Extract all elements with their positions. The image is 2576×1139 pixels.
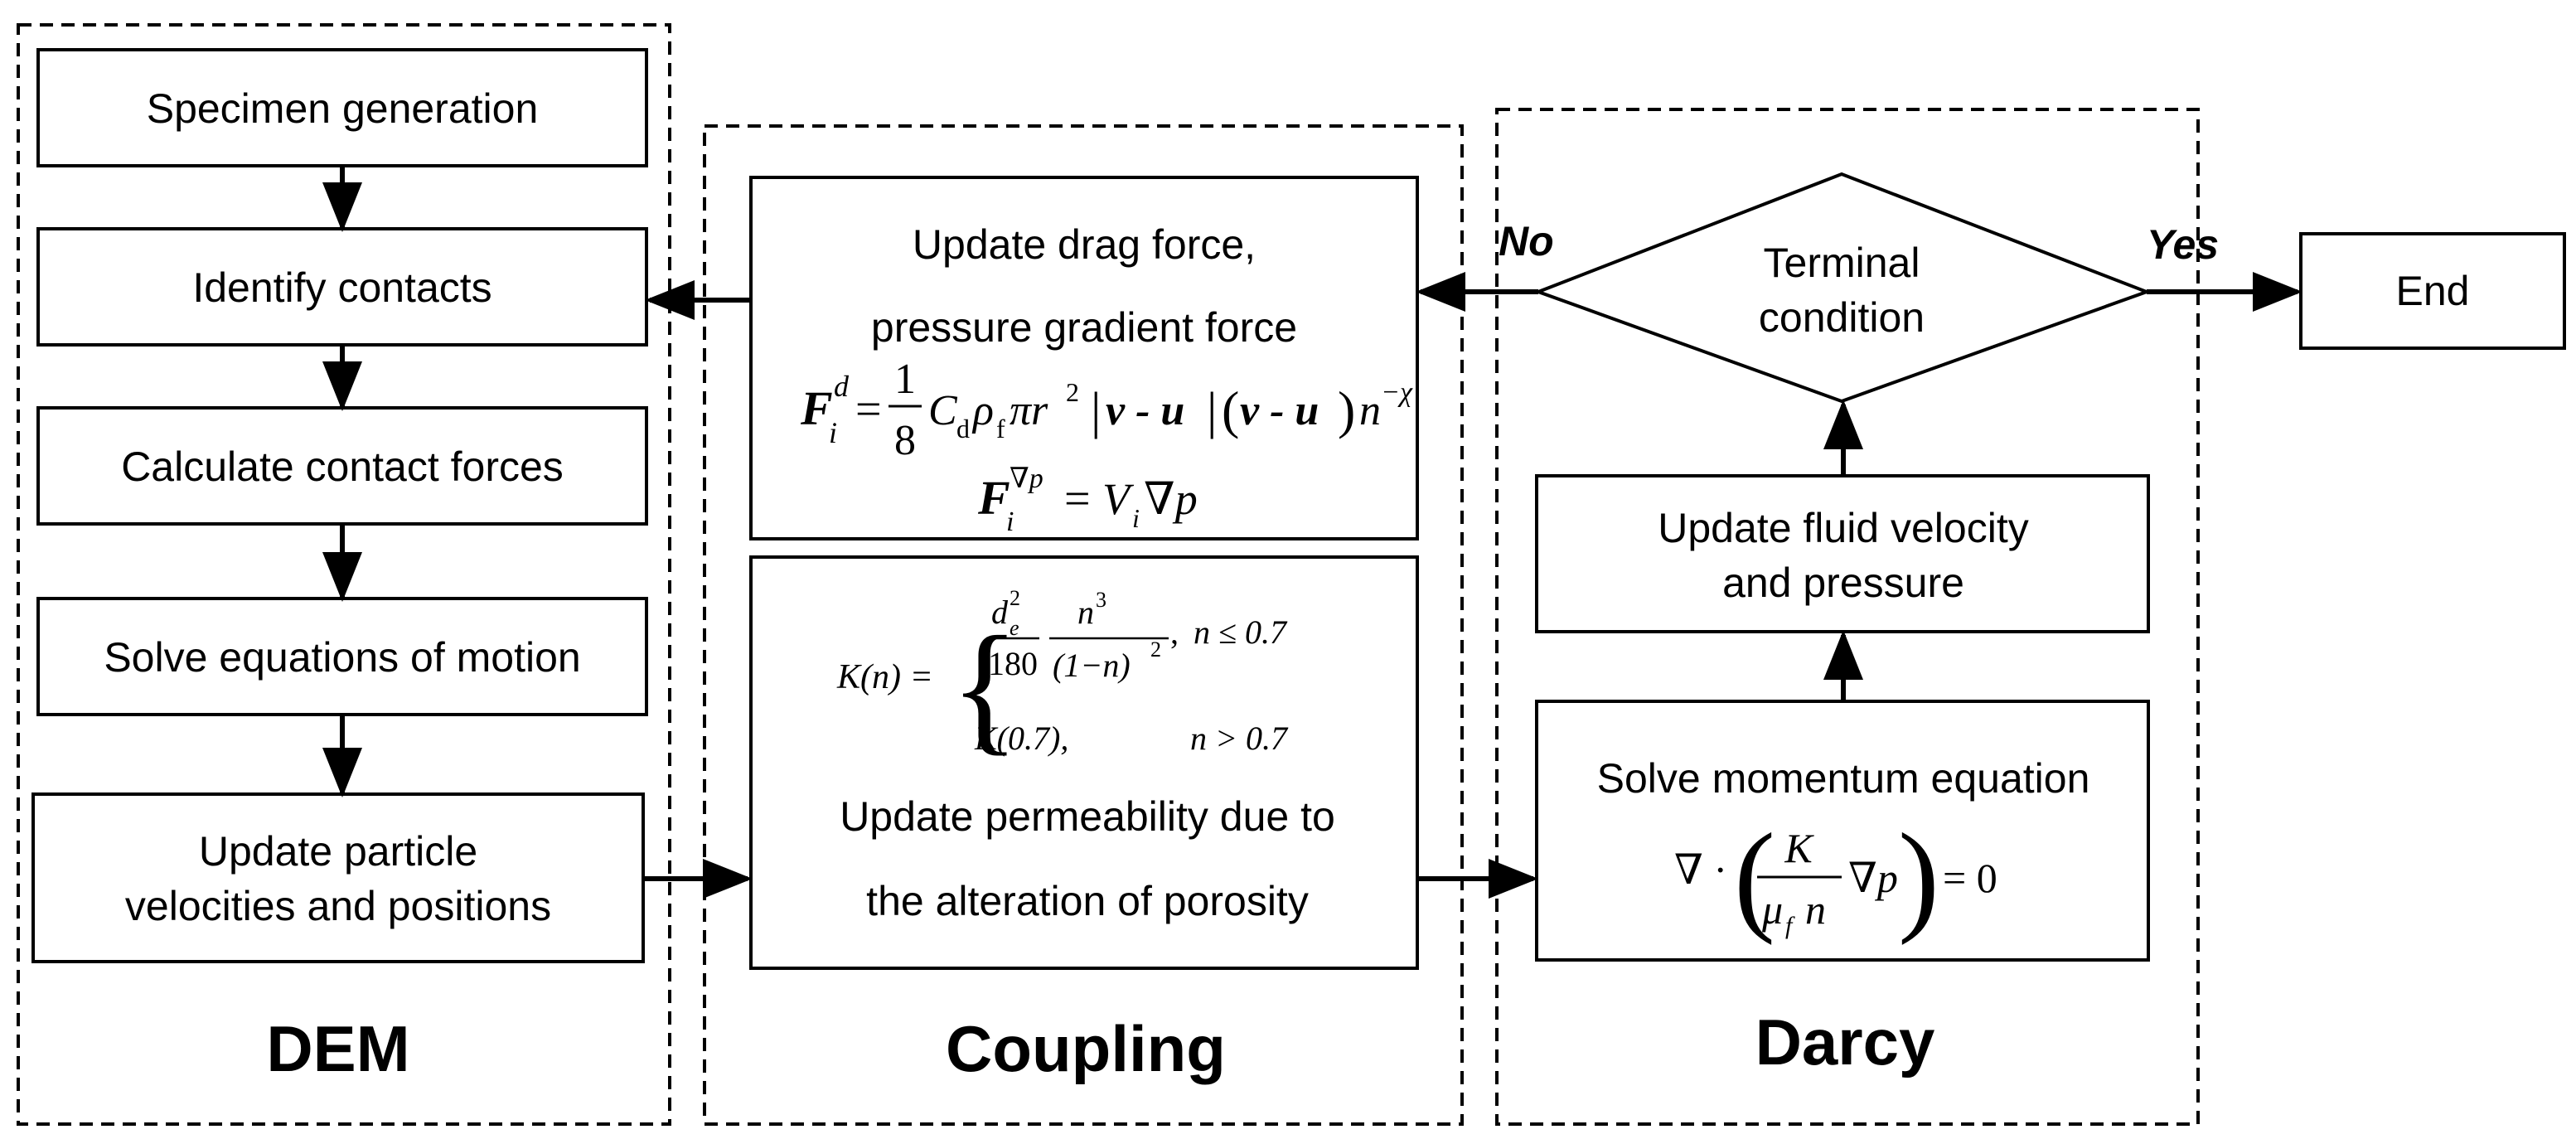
terminal-condition-line2: condition bbox=[1759, 294, 1925, 341]
svg-text:= 0: = 0 bbox=[1943, 855, 1997, 901]
drag-force-equation: F i d = 1 8 C d ρ f πr 2 | v - u | ( v -… bbox=[800, 356, 1413, 464]
permeability-label-line1: Update permeability due to bbox=[840, 793, 1335, 840]
svg-text:i: i bbox=[1006, 506, 1014, 537]
update-fluid-velocity-line2: and pressure bbox=[1722, 560, 1964, 606]
svg-text:180: 180 bbox=[988, 645, 1038, 682]
update-particle-label-line2: velocities and positions bbox=[125, 883, 551, 929]
svg-text:∇p: ∇p bbox=[1144, 474, 1198, 524]
svg-text:i: i bbox=[829, 416, 837, 449]
svg-text:n: n bbox=[1077, 594, 1094, 631]
calculate-contact-forces-label: Calculate contact forces bbox=[121, 443, 564, 490]
svg-text:v - u: v - u bbox=[1106, 387, 1184, 434]
svg-text:n ≤ 0.7: n ≤ 0.7 bbox=[1194, 613, 1288, 651]
svg-text:(1−n): (1−n) bbox=[1053, 647, 1131, 684]
svg-text:{: { bbox=[950, 607, 1019, 768]
specimen-generation-label: Specimen generation bbox=[147, 85, 539, 132]
calculate-contact-forces-box bbox=[36, 406, 648, 526]
svg-text:d: d bbox=[834, 370, 850, 403]
svg-text:∇p: ∇p bbox=[1010, 463, 1043, 494]
svg-text:−χ: −χ bbox=[1381, 377, 1413, 408]
svg-text:n > 0.7: n > 0.7 bbox=[1190, 720, 1289, 757]
svg-text:(: ( bbox=[1222, 380, 1239, 439]
solve-equations-of-motion-label: Solve equations of motion bbox=[104, 634, 580, 681]
svg-text:πr: πr bbox=[1010, 387, 1048, 434]
update-fluid-velocity-line1: Update fluid velocity bbox=[1658, 505, 2028, 551]
svg-text:∇p: ∇p bbox=[1848, 855, 1898, 901]
dem-group bbox=[17, 23, 671, 1126]
pressure-gradient-equation: F i ∇p = V i ∇p bbox=[977, 463, 1198, 537]
svg-text:K(0.7),: K(0.7), bbox=[974, 720, 1068, 757]
coupling-title: Coupling bbox=[946, 1012, 1226, 1085]
svg-text:,: , bbox=[1170, 613, 1179, 651]
update-fluid-velocity-box bbox=[1535, 474, 2150, 633]
coupling-group bbox=[703, 124, 1464, 1126]
svg-text:F: F bbox=[800, 381, 833, 435]
svg-text:d: d bbox=[956, 414, 970, 443]
svg-text:n: n bbox=[1805, 886, 1826, 933]
end-label: End bbox=[2396, 268, 2470, 314]
specimen-generation-box bbox=[36, 48, 648, 167]
solve-momentum-label: Solve momentum equation bbox=[1597, 755, 2090, 802]
svg-text:=: = bbox=[855, 384, 882, 435]
svg-text:): ) bbox=[1338, 380, 1355, 439]
svg-text:K(n) =: K(n) = bbox=[836, 658, 933, 696]
update-particle-label-line1: Update particle bbox=[199, 828, 477, 875]
svg-text:=: = bbox=[1064, 473, 1091, 525]
terminal-condition-diamond bbox=[1533, 172, 2152, 404]
terminal-condition-line1: Terminal bbox=[1764, 240, 1920, 286]
svg-text:n: n bbox=[1359, 387, 1381, 434]
svg-text:3: 3 bbox=[1096, 588, 1106, 612]
yes-branch-label: Yes bbox=[2147, 221, 2219, 268]
svg-text:K: K bbox=[1784, 825, 1814, 871]
update-particle-box bbox=[31, 792, 645, 963]
darcy-equation: ∇ · ( K μ f n ∇p ) = 0 bbox=[1674, 808, 1997, 946]
svg-text:i: i bbox=[1132, 503, 1140, 533]
solve-equations-of-motion-box bbox=[36, 597, 648, 716]
svg-text:2: 2 bbox=[1150, 637, 1161, 662]
svg-text:∇ ·: ∇ · bbox=[1674, 846, 1727, 893]
svg-text:d: d bbox=[991, 594, 1009, 631]
svg-text:2: 2 bbox=[1010, 586, 1020, 610]
update-permeability-box bbox=[749, 555, 1419, 970]
drag-title-line1: Update drag force, bbox=[913, 221, 1256, 268]
svg-text:|: | bbox=[1091, 383, 1101, 439]
svg-text:8: 8 bbox=[894, 417, 916, 464]
solve-momentum-box bbox=[1535, 700, 2150, 962]
drag-title-line2: pressure gradient force bbox=[871, 304, 1297, 351]
permeability-label-line2: the alteration of porosity bbox=[866, 878, 1309, 924]
identify-contacts-label: Identify contacts bbox=[192, 264, 491, 311]
dem-title: DEM bbox=[266, 1012, 409, 1085]
no-branch-label: No bbox=[1499, 218, 1554, 264]
svg-text:2: 2 bbox=[1066, 377, 1079, 407]
svg-text:v - u: v - u bbox=[1240, 387, 1319, 434]
svg-text:F: F bbox=[977, 471, 1010, 525]
svg-text:C: C bbox=[928, 387, 958, 434]
svg-text:): ) bbox=[1898, 808, 1939, 946]
svg-text:V: V bbox=[1102, 474, 1135, 524]
darcy-title: Darcy bbox=[1755, 1006, 1935, 1078]
permeability-equation: K(n) = { d e 2 180 n 3 (1−n) 2 , n ≤ 0.7… bbox=[836, 586, 1289, 768]
svg-text:f: f bbox=[996, 414, 1005, 443]
end-box bbox=[2299, 232, 2566, 350]
svg-text:1: 1 bbox=[894, 356, 916, 403]
update-drag-force-box bbox=[749, 176, 1419, 540]
svg-text:e: e bbox=[1010, 616, 1019, 640]
darcy-group bbox=[1495, 108, 2200, 1126]
svg-text:ρ: ρ bbox=[971, 387, 994, 434]
svg-text:μ: μ bbox=[1761, 886, 1783, 933]
svg-text:|: | bbox=[1207, 383, 1217, 439]
